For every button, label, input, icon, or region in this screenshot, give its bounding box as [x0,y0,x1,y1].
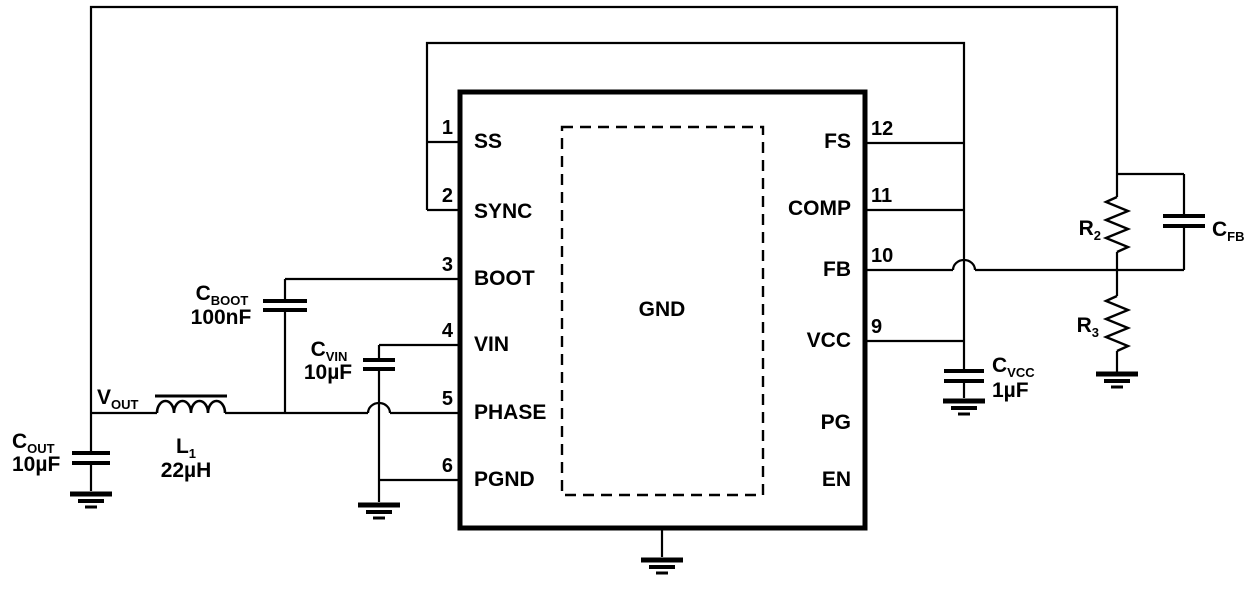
cvin-value-label: 10µF [304,361,352,384]
ground-symbol-r3 [1096,371,1138,389]
cvcc-ref-label: CVCC [992,354,1035,380]
pin-number-2: 2 [442,185,453,207]
wire-feedback-top-loop [89,5,1119,413]
l1-ref-label: L1 [176,435,196,461]
pin-label-boot: BOOT [474,267,535,290]
pin-number-9: 9 [871,316,882,338]
l1-value-label: 22µH [161,459,212,482]
cout-ref-label: COUT [12,430,55,456]
pin-label-ss: SS [474,130,502,153]
cout-value-label: 10µF [12,453,60,476]
ic-body [457,89,868,531]
resistor-r3 [1102,294,1132,353]
pin-number-5: 5 [442,388,453,410]
pin-number-4: 4 [442,320,454,342]
ground-symbol-cout [70,491,112,509]
pin-number-11: 11 [871,185,892,207]
wire-ss-sync-fs-bus [425,41,966,371]
pin-label-phase: PHASE [474,401,546,424]
r2-ref-label: R2 [1079,217,1101,243]
pin-number-3: 3 [442,254,453,276]
pin-number-6: 6 [442,455,453,477]
pin-label-comp: COMP [788,197,851,220]
pin-label-fs: FS [824,130,851,153]
capacitor-cfb [1163,214,1205,228]
wire-hop-fb-over-bus [951,258,977,271]
pin-label-sync: SYNC [474,200,532,223]
vout-label: VOUT [97,386,139,412]
gnd-region-dashed-box [560,125,765,497]
wire-pgnd-stub [377,478,460,502]
r3-ref-label: R3 [1077,314,1099,340]
pin-number-1: 1 [442,117,453,139]
capacitor-cout [72,451,110,465]
resistor-r2 [1102,195,1132,254]
pin-number-10: 10 [871,245,893,267]
ic-gnd-label: GND [639,298,686,321]
cfb-ref-label: CFB [1212,218,1245,244]
wire-vcc-stub [865,339,966,398]
pin-label-vin: VIN [474,333,509,356]
pin-number-12: 12 [871,118,893,140]
pin-label-vcc: VCC [807,329,851,352]
pin-label-pgnd: PGND [474,468,535,491]
cvcc-value-label: 1µF [992,379,1029,402]
cboot-ref-label: CBOOT [196,282,249,308]
ground-symbol-cvcc [943,398,985,416]
pin-label-pg: PG [821,411,851,434]
capacitor-cboot [263,299,307,312]
cboot-value-label: 100nF [191,306,252,329]
capacitor-cvcc [944,369,984,383]
ground-symbol-pgnd [358,502,400,520]
pin-label-fb: FB [823,258,851,281]
ground-symbol-ic-gnd [641,557,683,575]
pin-label-en: EN [822,468,851,491]
cvin-ref-label: CVIN [311,338,348,364]
inductor-l1 [155,399,227,414]
capacitor-cvin [363,358,395,371]
